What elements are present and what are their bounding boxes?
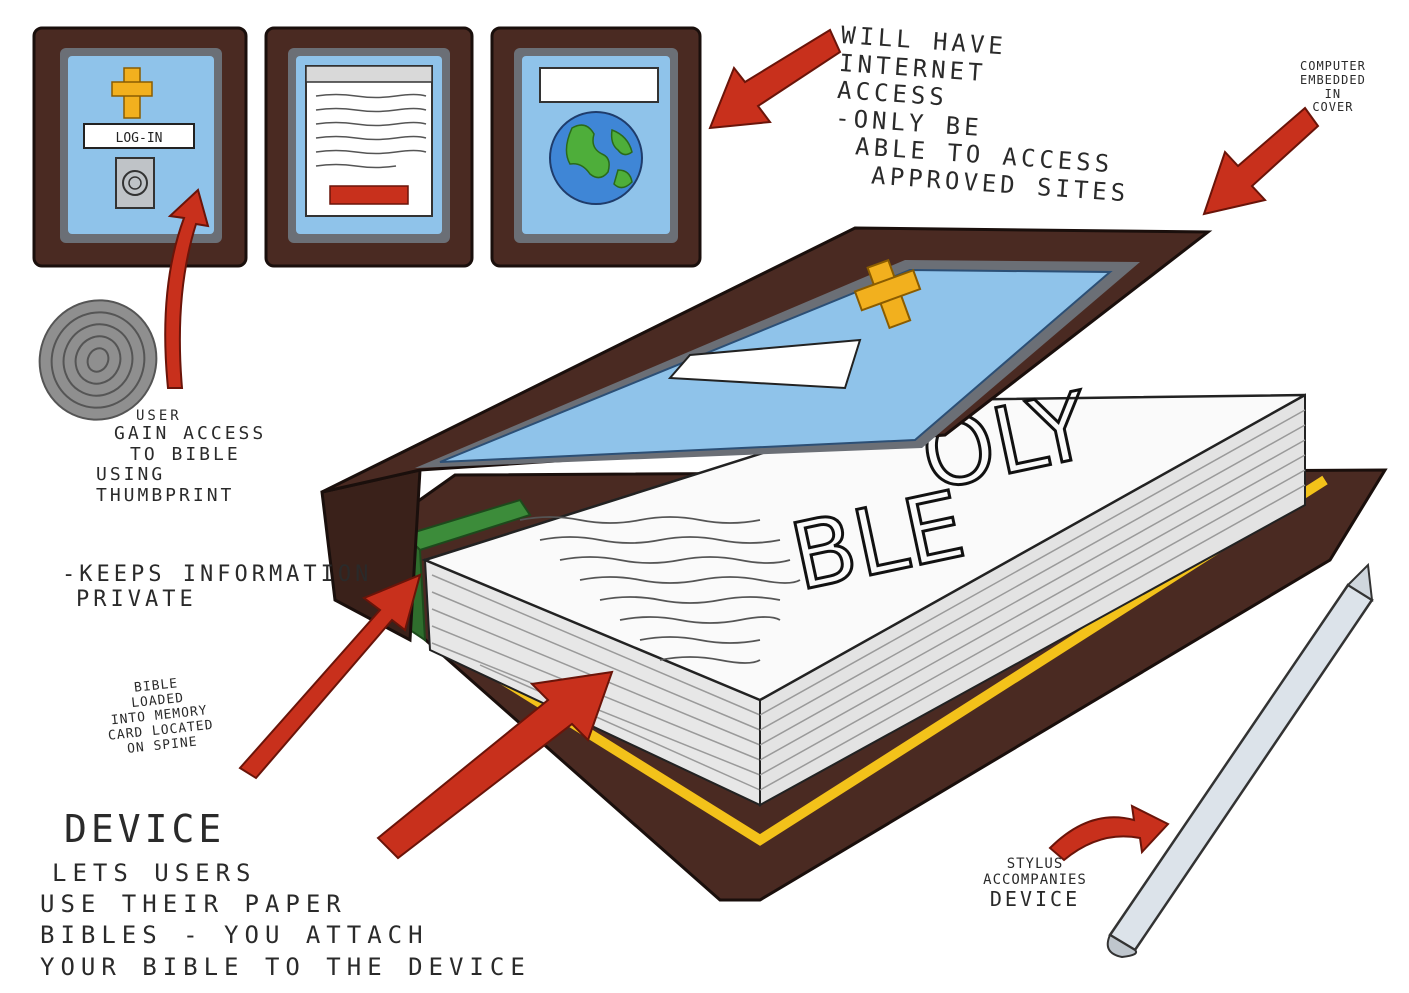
note-line: USER bbox=[96, 408, 266, 424]
note-stylus: STYLUS ACCOMPANIES DEVICE bbox=[970, 856, 1100, 911]
note-line: STYLUS bbox=[970, 856, 1100, 872]
note-device-desc: LETS USERS USE THEIR PAPER BIBLES - YOU … bbox=[40, 858, 531, 983]
arrow-stylus bbox=[1050, 806, 1168, 860]
note-line: YOUR BIBLE TO THE DEVICE bbox=[40, 952, 531, 983]
note-computer-cover: COMPUTER EMBEDDED IN COVER bbox=[1300, 60, 1366, 115]
note-line: LETS USERS bbox=[40, 858, 531, 889]
arrow-computer-cover bbox=[1204, 108, 1318, 214]
note-line: THUMBPRINT bbox=[96, 486, 266, 507]
note-thumbprint: USER GAIN ACCESS TO BIBLE USING THUMBPRI… bbox=[96, 408, 266, 507]
fingerprint-scanner-icon[interactable] bbox=[116, 158, 154, 208]
note-line: ACCOMPANIES bbox=[970, 872, 1100, 888]
submit-button[interactable] bbox=[330, 186, 408, 204]
login-label: LOG-IN bbox=[116, 131, 163, 146]
note-line: PRIVATE bbox=[62, 587, 372, 612]
arrow-internet bbox=[710, 30, 840, 128]
note-line: USING bbox=[96, 465, 266, 486]
note-line: TO BIBLE bbox=[96, 445, 266, 466]
note-line: COVER bbox=[1300, 101, 1366, 115]
note-line: BIBLES - YOU ATTACH bbox=[40, 920, 531, 951]
note-line: EMBEDDED bbox=[1300, 74, 1366, 88]
note-line: USE THEIR PAPER bbox=[40, 889, 531, 920]
note-line: DEVICE bbox=[970, 888, 1100, 911]
tablet-login: LOG-IN bbox=[34, 28, 246, 266]
note-device-title: DEVICE bbox=[64, 808, 225, 852]
note-internet: WILL HAVE INTERNET ACCESS -ONLY BE ABLE … bbox=[830, 22, 1139, 208]
tablet-internet bbox=[492, 28, 700, 266]
note-line: DEVICE bbox=[64, 808, 225, 852]
note-line: -KEEPS INFORMATION bbox=[62, 562, 372, 587]
note-line: IN bbox=[1300, 88, 1366, 102]
note-private: -KEEPS INFORMATION PRIVATE bbox=[62, 562, 372, 613]
address-bar[interactable] bbox=[540, 68, 658, 102]
note-line: GAIN ACCESS bbox=[96, 424, 266, 445]
tablet-document bbox=[266, 28, 472, 266]
globe-icon bbox=[550, 112, 642, 204]
note-line: COMPUTER bbox=[1300, 60, 1366, 74]
